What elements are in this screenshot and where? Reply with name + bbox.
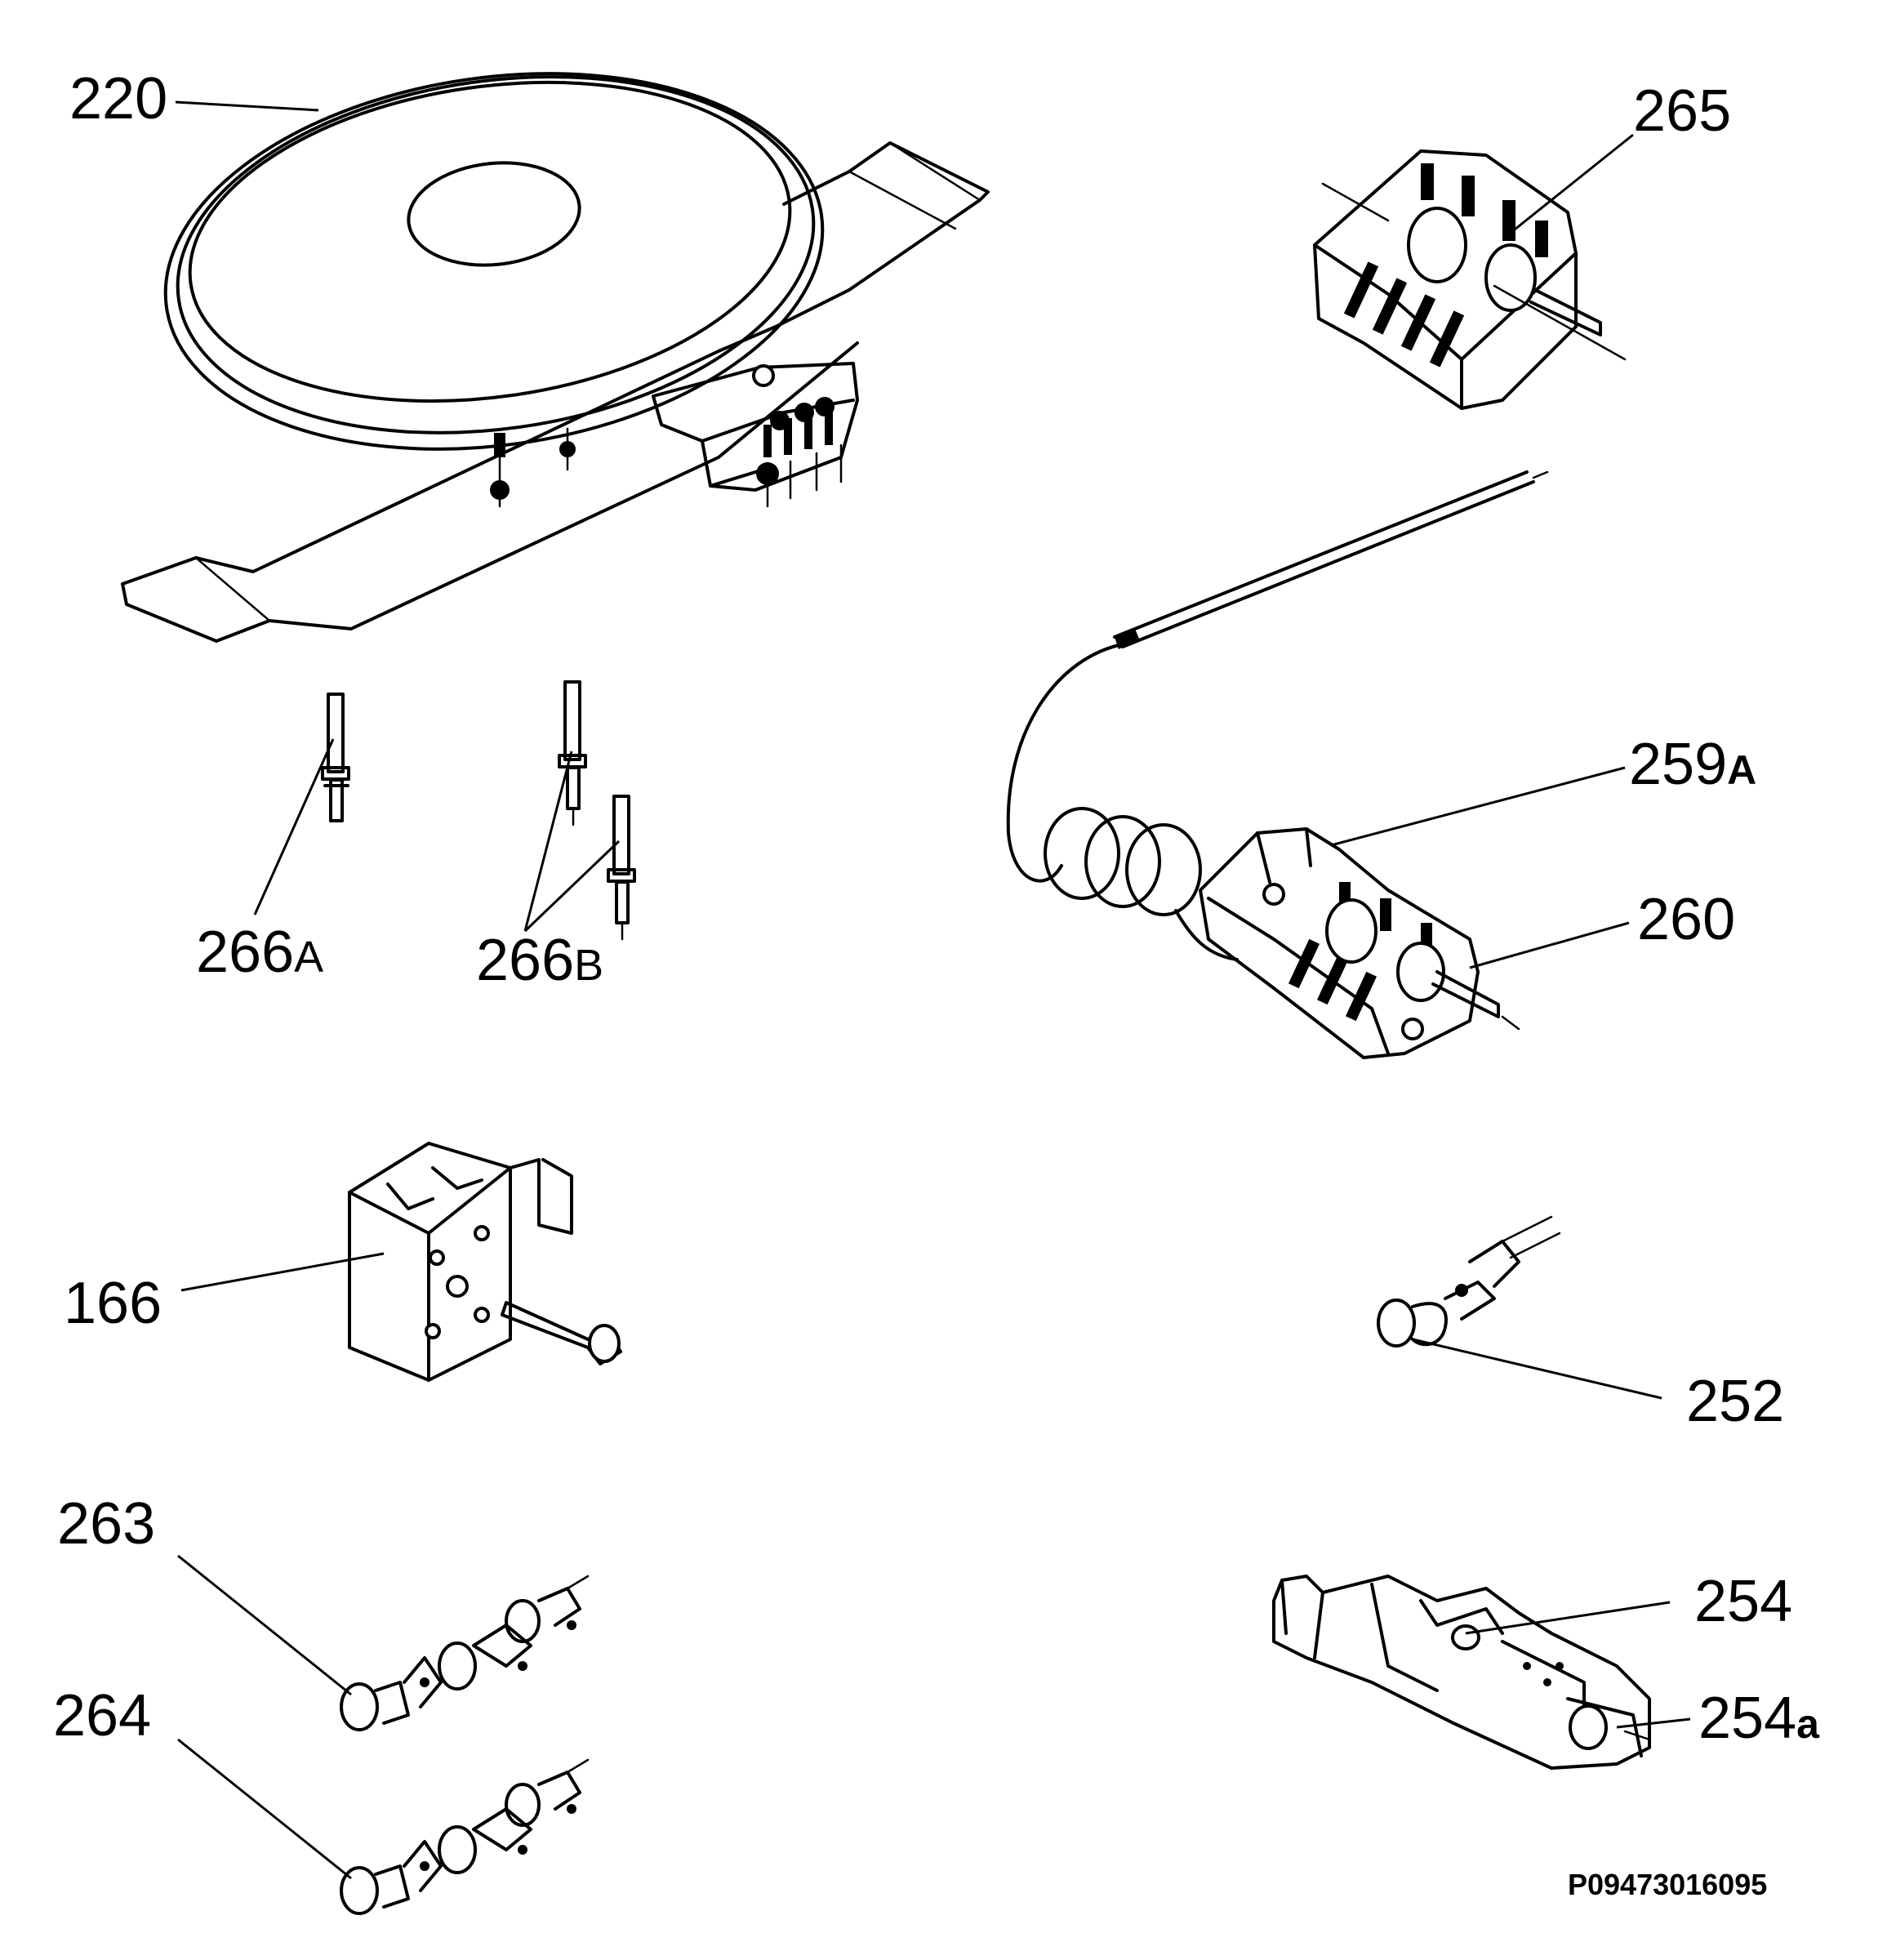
label-266b-number: 266 (476, 928, 574, 993)
label-254a: 254a (1698, 1686, 1820, 1751)
label-166: 166 (64, 1271, 162, 1336)
part-220-hotplate (121, 72, 990, 643)
part-254-ignition-switch (1272, 1575, 1651, 1770)
label-259a-suffix: A (1727, 747, 1756, 793)
label-220: 220 (69, 66, 167, 131)
label-266b-suffix: B (574, 941, 603, 990)
part-259a-260-thermostat (1006, 470, 1549, 1059)
part-264-knob-assembly (340, 1758, 590, 1915)
label-266a-number: 266 (196, 920, 294, 985)
label-266a-suffix: A (294, 933, 323, 982)
part-265-selector-switch (1313, 149, 1627, 410)
part-166-terminal-block (348, 1142, 622, 1382)
label-266b: 266B (476, 928, 603, 993)
part-266b-pins (558, 680, 636, 941)
part-266a-pin (321, 693, 350, 822)
label-265: 265 (1633, 78, 1731, 144)
label-254: 254 (1694, 1569, 1792, 1634)
drawing-code: P09473016095 (1568, 1868, 1767, 1901)
label-254a-suffix: a (1796, 1701, 1820, 1747)
label-259a-number: 259 (1629, 732, 1727, 797)
label-252: 252 (1686, 1369, 1784, 1434)
part-263-knob-assembly (340, 1575, 590, 1731)
label-266a: 266A (196, 920, 323, 985)
label-259a: 259A (1629, 732, 1756, 797)
label-263: 263 (57, 1491, 155, 1557)
label-260: 260 (1637, 887, 1735, 952)
label-264: 264 (53, 1683, 151, 1748)
label-254a-number: 254 (1698, 1686, 1796, 1751)
part-252-lamp (1377, 1215, 1561, 1348)
